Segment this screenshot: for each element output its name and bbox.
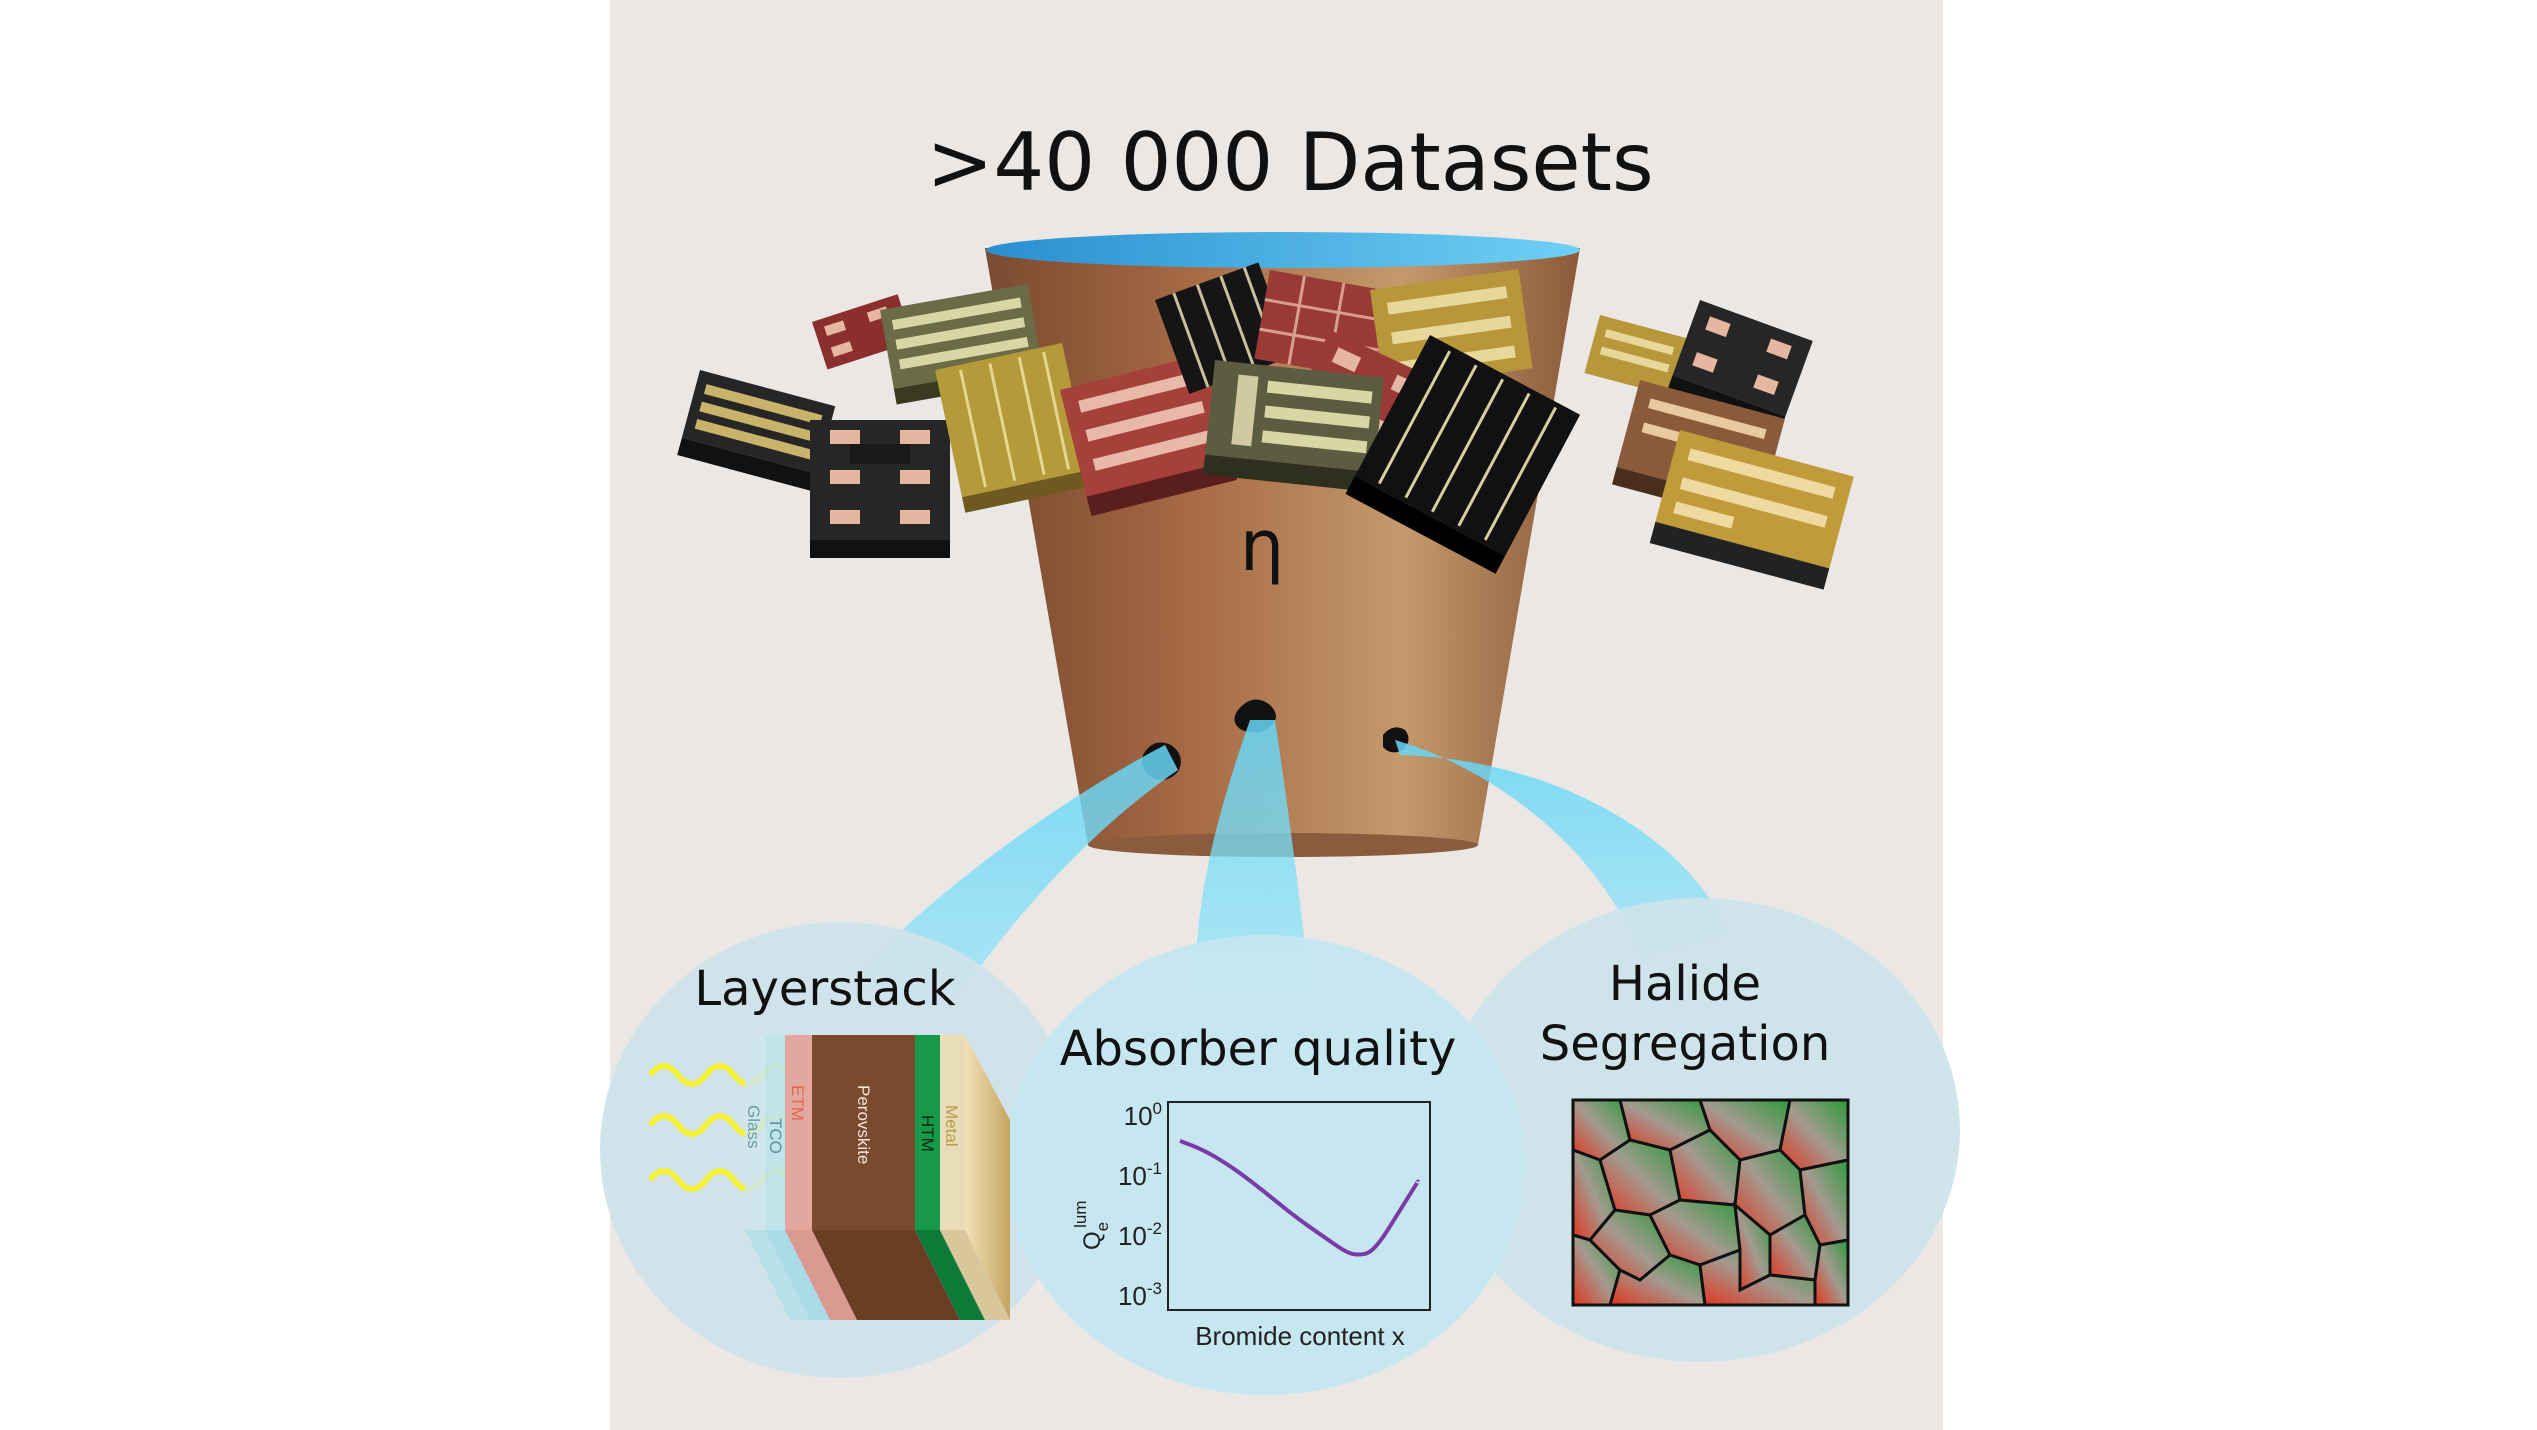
ytick-2: 10-1 — [1118, 1159, 1162, 1191]
figure-title: >40 000 Datasets — [926, 116, 1653, 209]
x-axis-label: Bromide content x — [1195, 1321, 1405, 1351]
y-tick-labels: 100 10-1 10-2 10-3 — [1118, 1099, 1162, 1311]
layer-label-metal: Metal — [942, 1105, 961, 1147]
grain-map — [1571, 1098, 1850, 1307]
layer-label-tco: TCO — [766, 1118, 785, 1154]
layerstack-panel: Layerstack Glass TCO ETM Perovskite HTM — [647, 961, 1010, 1320]
qe-lum-curve — [1179, 1139, 1420, 1257]
halide-title-line2: Segregation — [1540, 1016, 1831, 1072]
layerstack-title: Layerstack — [694, 961, 955, 1017]
ytick-1: 100 — [1124, 1099, 1162, 1131]
absorber-title: Absorber quality — [1060, 1021, 1457, 1077]
layer-label-perovskite: Perovskite — [854, 1085, 873, 1164]
halide-title-line1: Halide — [1609, 956, 1761, 1012]
layer-label-glass: Glass — [744, 1105, 763, 1148]
layer-label-htm: HTM — [918, 1115, 937, 1152]
ytick-4: 10-3 — [1118, 1279, 1162, 1311]
layer-label-etm: ETM — [788, 1085, 807, 1121]
solar-cell-samples — [677, 262, 1854, 590]
ytick-3: 10-2 — [1118, 1219, 1162, 1251]
absorber-panel: Absorber quality 100 10-1 10-2 10-3 Qelu… — [1060, 1021, 1457, 1351]
layer-stack — [745, 1035, 1010, 1320]
efficiency-symbol: η — [1240, 505, 1284, 587]
halide-panel: Halide Segregation — [1540, 956, 1850, 1307]
y-axis-label: Qelum — [1071, 1200, 1112, 1250]
water-surface — [986, 232, 1580, 268]
plot-frame — [1167, 1101, 1431, 1311]
absorber-circle — [1005, 935, 1525, 1395]
